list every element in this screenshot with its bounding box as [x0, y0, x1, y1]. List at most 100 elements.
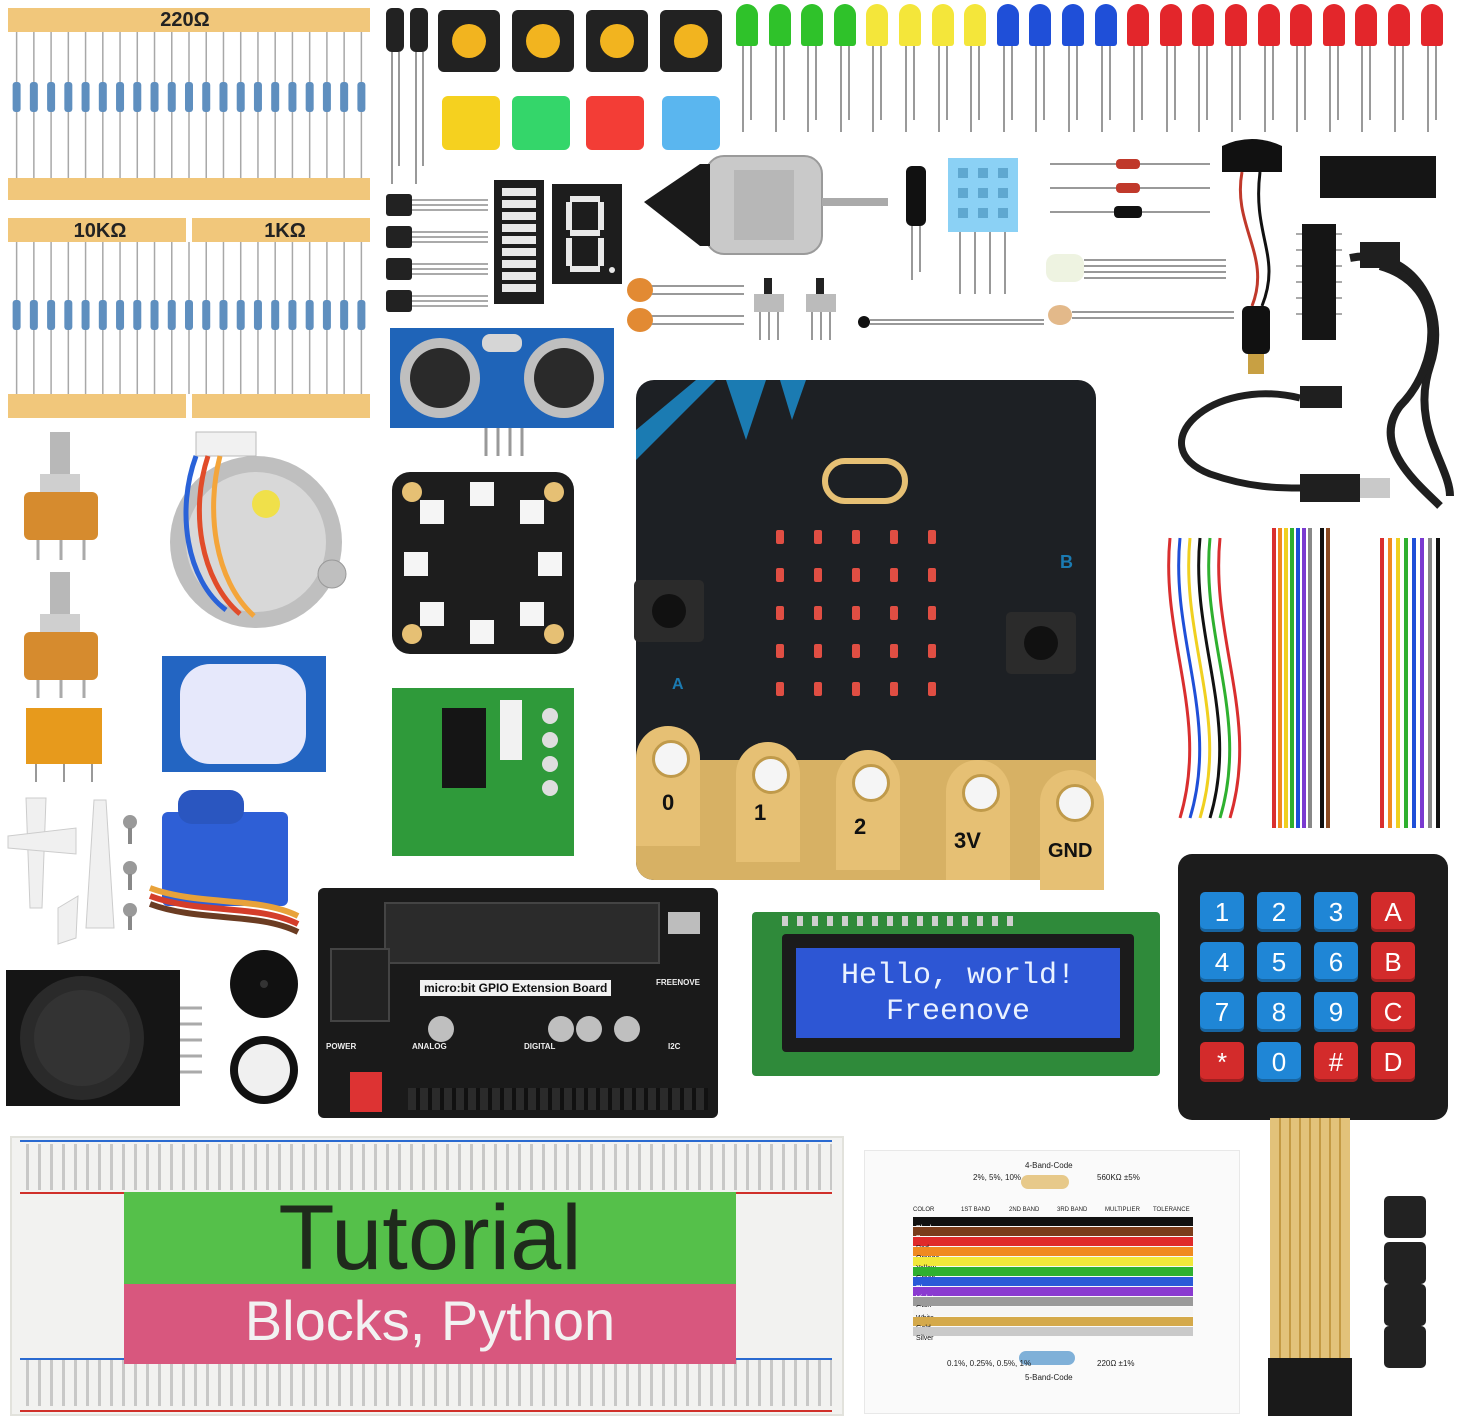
card-row: Grey: [913, 1297, 1193, 1312]
jumper-wires-icon: [1167, 528, 1440, 828]
dc-motor-icon: [644, 155, 888, 255]
microbit-led: [814, 530, 822, 544]
keypad-key[interactable]: B: [1371, 942, 1415, 982]
tutorial-banner-pink: [124, 1284, 736, 1364]
gpio-extension-board: micro:bit GPIO Extension Board FREENOVE …: [318, 888, 718, 1118]
keypad-key[interactable]: 1: [1200, 892, 1244, 932]
led-icon: [1225, 4, 1247, 46]
gpio-section-i2c: I2C: [668, 1042, 681, 1051]
tutorial-banner-green: [124, 1192, 736, 1284]
microbit-led: [890, 606, 898, 620]
microbit-led-matrix: [776, 530, 946, 720]
stepper-motor-icon: [170, 431, 347, 628]
card-header-cell: 3RD BAND: [1057, 1207, 1088, 1213]
microbit-led: [814, 606, 822, 620]
led-icon: [1062, 4, 1084, 46]
resistor-row-220: [12, 32, 366, 178]
ceramic-capacitor-icon: [627, 278, 744, 332]
keypad-key[interactable]: 2: [1257, 892, 1301, 932]
rgb-led-icon: [1046, 254, 1226, 282]
microbit-button-b-label: B: [1060, 552, 1073, 572]
microbit-pin-label-0: 0: [662, 790, 675, 815]
microbit-button-b[interactable]: [1006, 612, 1076, 674]
card-row: White: [913, 1307, 1193, 1322]
rgb-led-ring-module-icon: [392, 472, 574, 654]
resistor-row-lower: [12, 242, 366, 394]
microbit-led: [814, 568, 822, 582]
card-row: Yellow: [913, 1257, 1193, 1272]
microbit-led: [890, 530, 898, 544]
microbit-logo: [822, 458, 908, 504]
microbit-pad-1: [736, 742, 800, 862]
gpio-power-header: [350, 1072, 382, 1112]
microbit-pad-0: [636, 726, 700, 846]
microbit-led: [852, 568, 860, 582]
keypad-key[interactable]: 8: [1257, 992, 1301, 1032]
led-icon: [866, 4, 889, 46]
microbit-button-a[interactable]: [634, 580, 704, 642]
led-row: [0, 0, 1466, 140]
card-row: Silver: [913, 1327, 1193, 1342]
microbit-led: [776, 644, 784, 658]
microbit-led: [852, 530, 860, 544]
gpio-pin-header: [408, 1088, 708, 1110]
ic-chip-icon: [1320, 156, 1436, 198]
keypad-key[interactable]: C: [1371, 992, 1415, 1032]
keypad-key[interactable]: 5: [1257, 942, 1301, 982]
card-row: Black: [913, 1217, 1193, 1232]
resistor-10k-label: 10KΩ: [73, 220, 127, 242]
photoresistor-icon: [1048, 305, 1234, 325]
led-icon: [1029, 4, 1052, 46]
microbit-led: [928, 530, 936, 544]
led-icon: [833, 4, 856, 46]
lcd-bezel: Hello, world! Freenove: [782, 934, 1134, 1052]
lcd-line-2: Freenove: [885, 995, 1031, 1029]
keypad-key[interactable]: A: [1371, 892, 1415, 932]
keypad-key[interactable]: 0: [1257, 1042, 1301, 1082]
led-icon: [899, 4, 921, 46]
electrolytic-capacitor-icon: [386, 8, 428, 184]
microbit-led: [928, 644, 936, 658]
led-icon: [1127, 4, 1150, 46]
gpio-usb-port: [668, 912, 700, 934]
keypad-key[interactable]: 3: [1314, 892, 1358, 932]
card-bottom-left: 0.1%, 0.25%, 0.5%, 1%: [947, 1359, 1032, 1368]
stepper-driver-board-icon: [392, 688, 574, 856]
microbit-led: [890, 568, 898, 582]
microbit-led: [852, 682, 860, 696]
led-bar-graph-icon: [494, 180, 544, 304]
gpio-power-jack: [330, 948, 390, 1022]
card-header-cell: TOLERANCE: [1153, 1207, 1190, 1213]
keypad-key[interactable]: 7: [1200, 992, 1244, 1032]
keypad-key[interactable]: D: [1371, 1042, 1415, 1082]
keypad-ribbon-cable: [1268, 1118, 1352, 1416]
keypad-key[interactable]: 6: [1314, 942, 1358, 982]
led-icon: [1355, 4, 1378, 46]
microbit-led: [776, 530, 784, 544]
microbit-led: [814, 644, 822, 658]
gpio-section-power: POWER: [326, 1042, 357, 1051]
microbit-pad-2: [836, 750, 900, 870]
resistor-220-label: 220Ω: [160, 9, 210, 31]
keypad-key[interactable]: 9: [1314, 992, 1358, 1032]
card-top-code: 4-Band-Code: [1025, 1161, 1073, 1170]
servo-motor-icon: [148, 790, 300, 935]
microbit-pad-gnd: [1040, 770, 1104, 890]
servo-horn-icon: [7, 797, 115, 945]
screw-icon: [123, 815, 137, 930]
gpio-section-digital: DIGITAL: [524, 1042, 556, 1051]
keypad-key[interactable]: *: [1200, 1042, 1244, 1082]
breadboard-rail-bottom: [20, 1360, 832, 1406]
microbit-button-a-label: A: [672, 676, 684, 693]
microbit-led: [852, 606, 860, 620]
ic-chip-vertical-icon: [1296, 224, 1342, 340]
ultrasonic-sensor-icon: [390, 328, 614, 456]
keypad-key[interactable]: 4: [1200, 942, 1244, 982]
keypad-key[interactable]: #: [1314, 1042, 1358, 1082]
microbit-led: [776, 606, 784, 620]
led-icon: [1420, 4, 1443, 46]
card-header-cell: 1ST BAND: [961, 1207, 991, 1213]
led-icon: [1159, 4, 1182, 46]
